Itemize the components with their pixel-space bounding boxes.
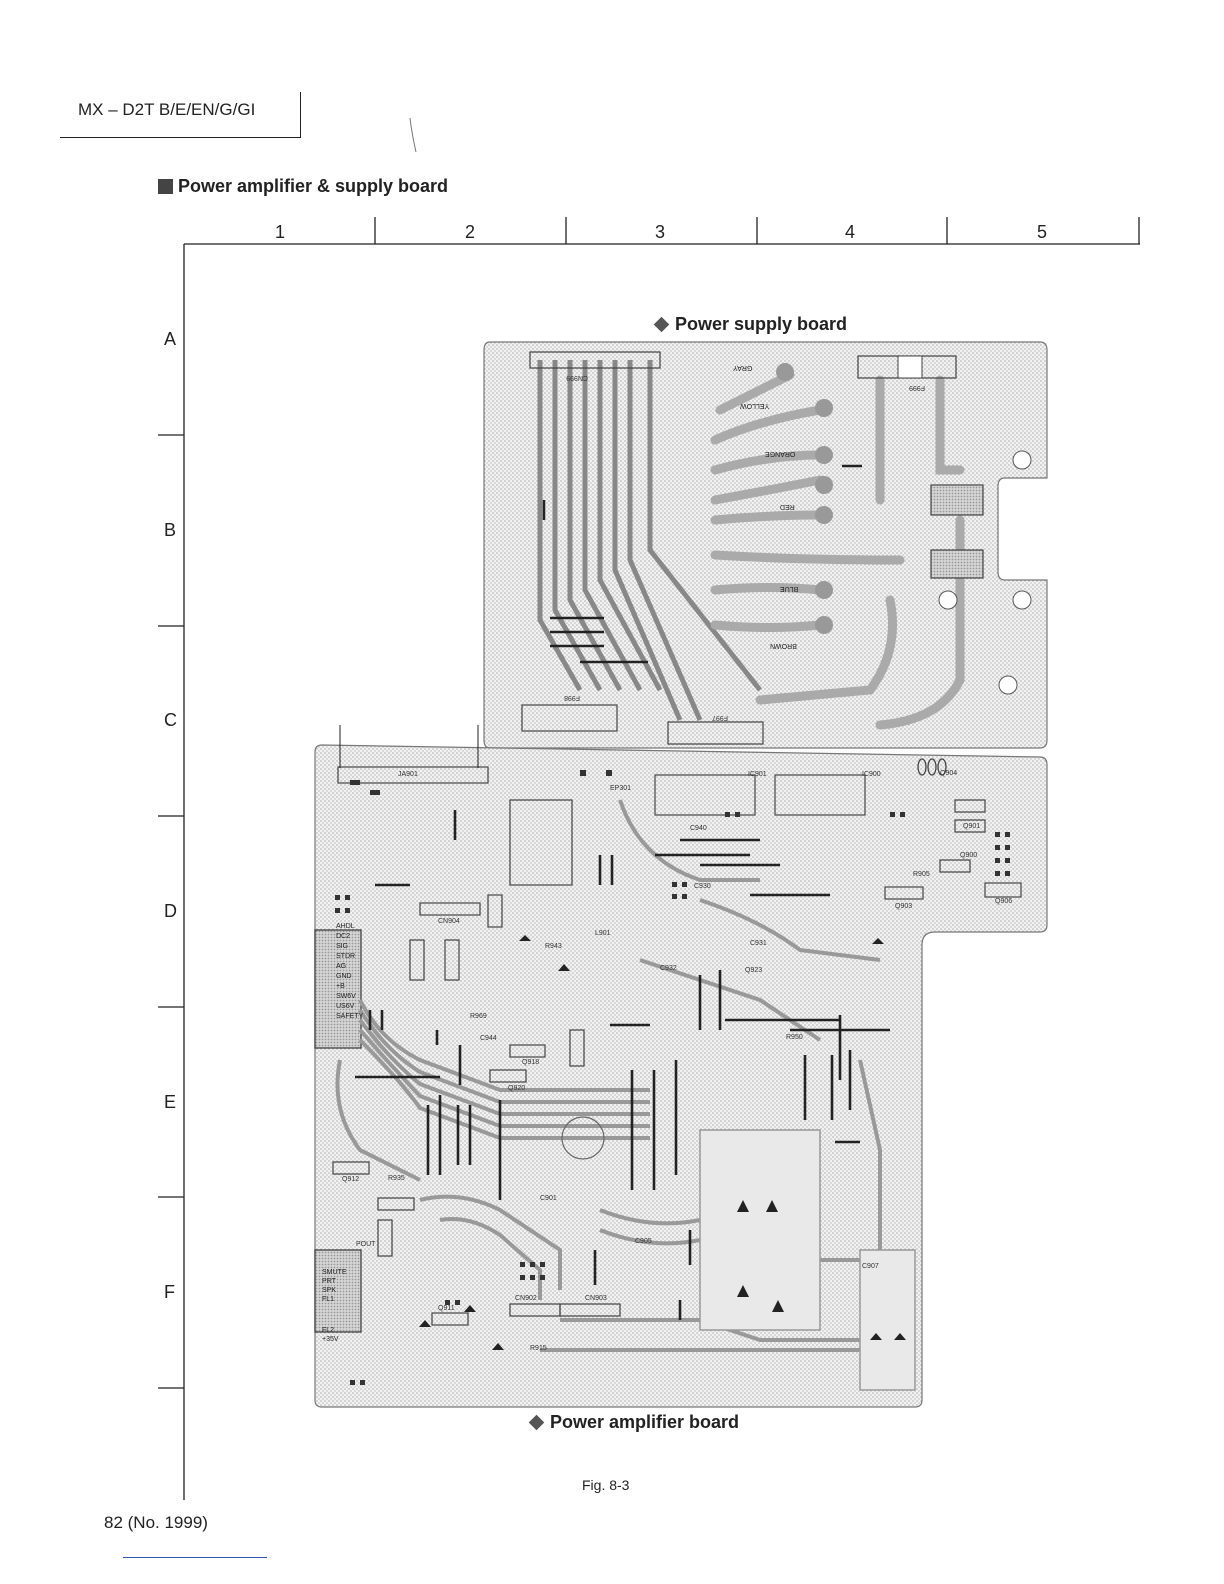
column-label-3: 3 bbox=[655, 222, 666, 242]
label-c901: C901 bbox=[540, 1195, 557, 1202]
power-amplifier-board-title: Power amplifier board bbox=[528, 1412, 740, 1433]
diamond-bullet-icon bbox=[653, 316, 670, 333]
label-ep301: EP301 bbox=[610, 785, 631, 792]
label-r935: R935 bbox=[388, 1175, 405, 1182]
pin-label: SIG bbox=[336, 943, 349, 950]
model-label: MX – D2T B/E/EN/G/GI bbox=[78, 100, 256, 119]
label-f999: F999 bbox=[909, 384, 925, 391]
model-box bbox=[60, 92, 301, 138]
row-label-F: F bbox=[164, 1282, 175, 1302]
pin-label: DC2 bbox=[336, 933, 351, 940]
label-q920: Q920 bbox=[508, 1085, 525, 1092]
pin-label: US6V bbox=[336, 1003, 355, 1010]
label-c940: C940 bbox=[690, 825, 707, 832]
pin-label: FL2 bbox=[322, 1327, 335, 1334]
label-q911: Q911 bbox=[438, 1305, 455, 1312]
label-r915: R915 bbox=[530, 1345, 547, 1352]
pin-label: +35V bbox=[322, 1336, 339, 1343]
power-supply-board bbox=[483, 341, 1048, 749]
power-supply-board-title-text: Power supply board bbox=[675, 314, 848, 334]
pin-label: SAFETY bbox=[336, 1013, 364, 1020]
label-l901: L901 bbox=[595, 930, 611, 937]
pin-label: FL1 bbox=[322, 1296, 335, 1303]
grid-frame bbox=[158, 117, 1140, 1500]
column-label-4: 4 bbox=[845, 222, 856, 242]
wire-label-red: RED bbox=[780, 503, 795, 510]
page-number: 82 (No. 1999) bbox=[104, 1513, 208, 1532]
row-label-A: A bbox=[164, 329, 177, 349]
label-cn903: CN903 bbox=[585, 1295, 607, 1302]
pin-label: +B bbox=[336, 983, 345, 990]
wire-label-yellow: YELLOW bbox=[740, 402, 770, 409]
wire-label-gray: GRAY bbox=[733, 364, 753, 371]
label-cn904: CN904 bbox=[438, 918, 460, 925]
link-underline bbox=[123, 1557, 267, 1558]
pin-label: PRT bbox=[322, 1278, 336, 1285]
section-title: Power amplifier & supply board bbox=[158, 176, 448, 197]
row-label-E: E bbox=[164, 1092, 177, 1112]
row-label-D: D bbox=[164, 901, 177, 921]
supply-annotations: F999 F998 F997 CN999 bbox=[564, 374, 925, 721]
label-r943: R943 bbox=[545, 943, 562, 950]
label-c932: C932 bbox=[660, 965, 677, 972]
column-label-1: 1 bbox=[275, 222, 286, 242]
power-amplifier-board bbox=[314, 725, 1048, 1408]
column-label-5: 5 bbox=[1037, 222, 1048, 242]
figure-label: Fig. 8-3 bbox=[582, 1477, 630, 1493]
connector-cn903-labels: SMUTE PRT SPK FL1 FL2 +35V bbox=[322, 1268, 347, 1344]
power-amplifier-board-title-text: Power amplifier board bbox=[550, 1412, 740, 1432]
label-r950: R950 bbox=[786, 1034, 803, 1041]
label-r905: R905 bbox=[913, 871, 930, 878]
label-c905: C905 bbox=[635, 1238, 652, 1245]
diamond-bullet-icon bbox=[528, 1414, 545, 1431]
label-c944: C944 bbox=[480, 1035, 497, 1042]
pin-label: AG bbox=[336, 963, 347, 970]
pin-label: SW6V bbox=[336, 993, 356, 1000]
column-label-2: 2 bbox=[465, 222, 476, 242]
label-pout: POUT bbox=[356, 1241, 376, 1248]
label-q900: Q900 bbox=[960, 852, 977, 859]
label-r969: R969 bbox=[470, 1013, 487, 1020]
wire-label-orange: ORANGE bbox=[765, 450, 796, 457]
pin-label: SPK bbox=[322, 1287, 337, 1294]
row-label-C: C bbox=[164, 710, 177, 730]
label-q903: Q903 bbox=[895, 903, 912, 910]
label-q912: Q912 bbox=[342, 1176, 359, 1183]
label-c931: C931 bbox=[750, 940, 767, 947]
label-c907: C907 bbox=[862, 1263, 879, 1270]
wire-label-blue: BLUE bbox=[780, 585, 799, 592]
pin-label: STDR bbox=[336, 953, 356, 960]
label-ic900: IC900 bbox=[862, 771, 881, 778]
label-ic901: IC901 bbox=[748, 771, 767, 778]
label-cn999: CN999 bbox=[566, 374, 588, 381]
label-q906: Q906 bbox=[995, 898, 1012, 905]
label-c930: C930 bbox=[694, 883, 711, 890]
section-title-text: Power amplifier & supply board bbox=[178, 176, 449, 196]
label-f997: F997 bbox=[712, 714, 728, 721]
pin-label: SMUTE bbox=[322, 1269, 347, 1276]
label-q918: Q918 bbox=[522, 1059, 539, 1066]
connector-cn904-labels: AHDL DC2 SIG STDR AG GND +B SW6V US6V SA… bbox=[336, 922, 363, 1022]
label-f998: F998 bbox=[564, 694, 580, 701]
label-cn902: CN902 bbox=[515, 1295, 537, 1302]
pin-label: AHDL bbox=[336, 923, 355, 930]
pin-label: GND bbox=[336, 973, 352, 980]
label-q904: Q904 bbox=[940, 770, 957, 777]
power-supply-board-title: Power supply board bbox=[653, 314, 848, 335]
label-q901: Q901 bbox=[963, 823, 980, 830]
square-bullet-icon bbox=[158, 179, 173, 194]
wire-label-brown: BROWN bbox=[770, 642, 797, 649]
label-q923: Q923 bbox=[745, 967, 762, 974]
component-annotations: JA901 IC901 IC900 EP301 CN904 CN902 CN90… bbox=[342, 770, 1012, 1352]
row-label-B: B bbox=[164, 520, 177, 540]
label-ja901: JA901 bbox=[398, 771, 418, 778]
